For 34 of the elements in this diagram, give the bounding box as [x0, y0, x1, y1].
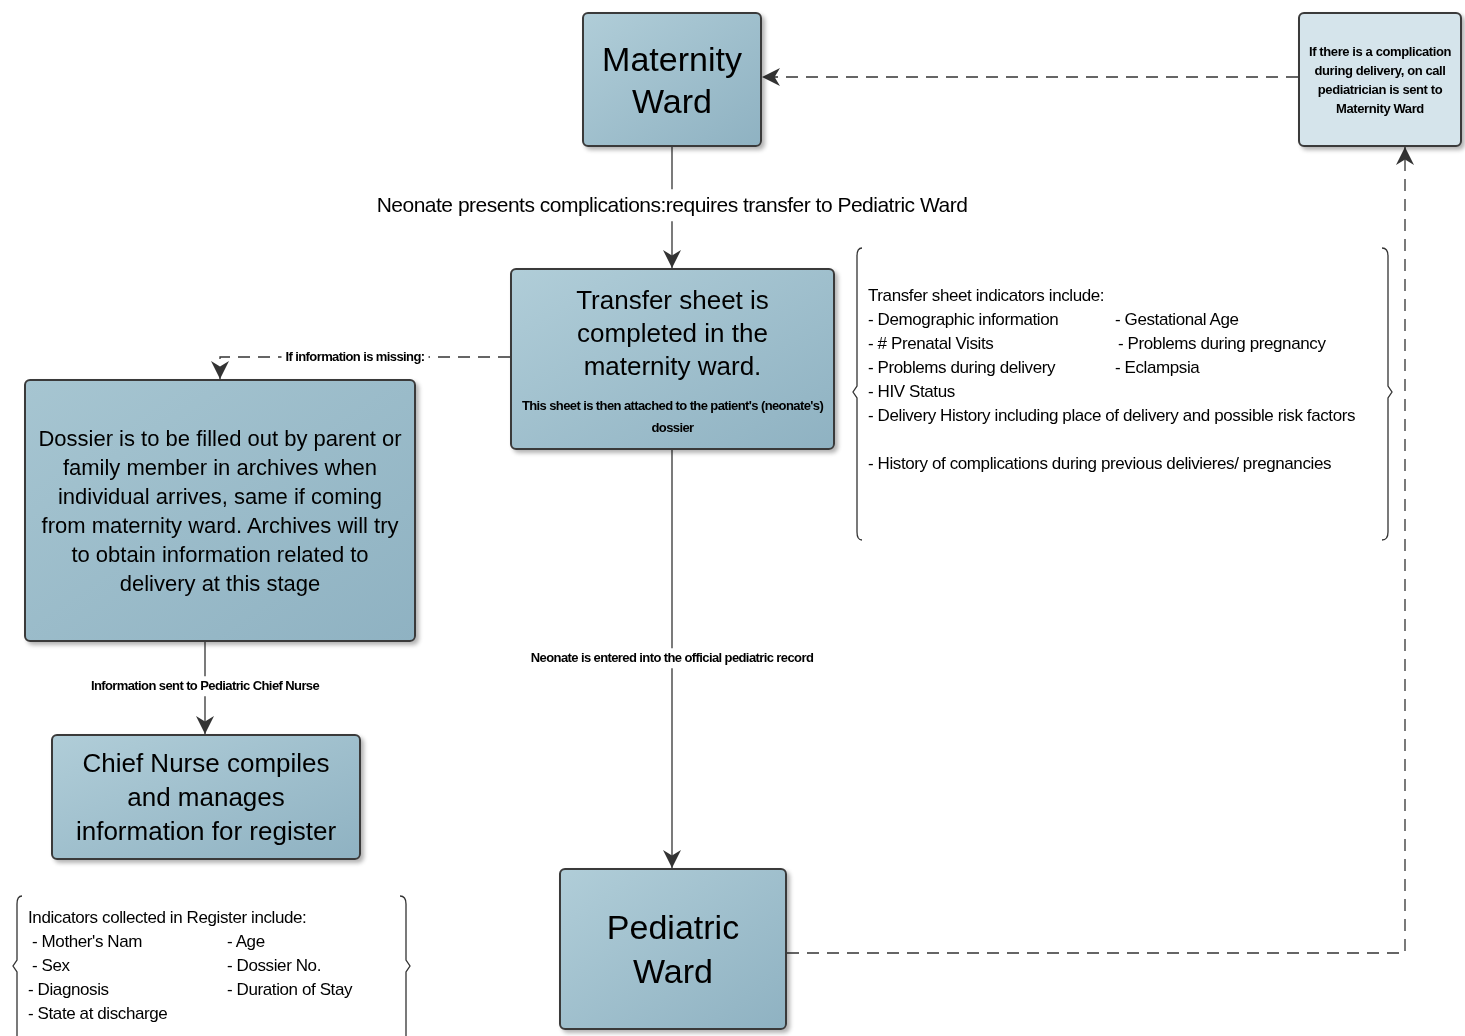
node-text: Pediatric Ward [605, 907, 741, 992]
node-text: Dossier is to be filled out by parent or family member in archives when individual arrives, same if coming from maternity ward. Archives will try to obtain information related to delivery at this stage [37, 424, 403, 598]
node-text: Transfer sheet is completed in the maternity ward. [575, 283, 770, 383]
note-text: - History of complications during previous delivieres/ pregnancies [868, 453, 1333, 475]
note-text: Indicators collected in Register include: [28, 907, 308, 929]
note-text: - # Prenatal Visits [868, 333, 995, 355]
process-box [51, 734, 361, 860]
process-box [510, 268, 835, 450]
node-text: Maternity Ward [601, 38, 743, 122]
note-text: Transfer sheet indicators include: [868, 285, 1106, 307]
node-text: If there is a complication during delivery, on call pediatrician is sent to Maternity Ward [1308, 42, 1452, 118]
note-text: - State at discharge [28, 1003, 169, 1025]
note-text: - Delivery History including place of delivery and possible risk factors [868, 405, 1357, 427]
note-text: - Gestational Age [1115, 309, 1240, 331]
note-text: - Eclampsia [1115, 357, 1201, 379]
note-text: - Duration of Stay [227, 979, 354, 1001]
node-text: Chief Nurse compiles and manages information for register [74, 747, 338, 848]
process-box [559, 868, 787, 1030]
note-text: - Problems during delivery [868, 357, 1057, 379]
arrow [663, 449, 681, 869]
process-box [24, 379, 416, 642]
note-text: - Dossier No. [227, 955, 322, 977]
note-text: - Demographic information [868, 309, 1060, 331]
process-box [582, 12, 762, 147]
note-text: - Age [227, 931, 266, 953]
note-text: - Problems during pregnancy [1118, 333, 1327, 355]
note-text: - Mother's Nam [32, 931, 144, 953]
node-subtext: This sheet is then attached to the patient's (neonate's) dossier [520, 396, 825, 437]
note-text: - Sex [32, 955, 71, 977]
arrow [761, 68, 1299, 86]
note-text: - Diagnosis [28, 979, 110, 1001]
note-box [1298, 12, 1462, 147]
arrow [786, 146, 1414, 954]
note-text: - HIV Status [868, 381, 956, 403]
